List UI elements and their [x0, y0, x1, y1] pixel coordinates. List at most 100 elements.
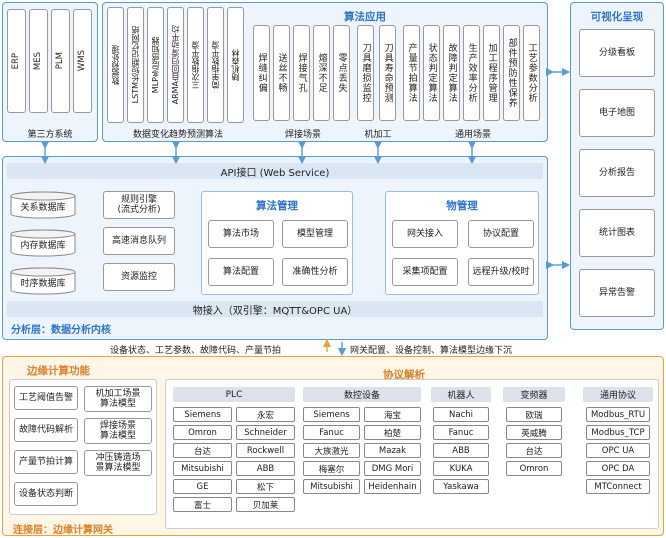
viz-title: 可视化呈现 — [590, 11, 644, 23]
engine-item[interactable]: 高速消息队列 — [103, 227, 175, 255]
plc-brand[interactable]: Schneider — [236, 425, 295, 440]
general-algo-item[interactable]: 状态判定算法 — [423, 25, 440, 121]
algo-mgmt-item[interactable]: 算法配置 — [208, 258, 274, 286]
cnc-brand[interactable]: DMG Mori — [364, 461, 421, 476]
plc-brand[interactable]: 贝加莱 — [236, 497, 295, 512]
edge-model-item[interactable]: 机加工场景 算法模型 — [84, 386, 152, 412]
edge-function-item[interactable]: 工艺阈值告警 — [14, 386, 78, 410]
general-algo-item[interactable]: 故障判定算法 — [443, 25, 460, 121]
trend-algo-item[interactable]: ARMA自回归滑动平均 — [167, 7, 184, 123]
plc-brand[interactable]: Mitsubishi — [173, 461, 232, 476]
plc-brand[interactable]: Rockwell — [236, 443, 295, 458]
viz-item[interactable]: 电子地图 — [579, 89, 655, 137]
viz-item[interactable]: 分级看板 — [579, 29, 655, 77]
plc-brand[interactable]: 松下 — [236, 479, 295, 494]
inverter-brand[interactable]: 台达 — [506, 443, 562, 458]
engine-item[interactable]: 规则引擎 (流式分析) — [103, 191, 175, 219]
plc-brand[interactable]: ABB — [236, 461, 295, 476]
cnc-brand[interactable]: Fanuc — [303, 425, 360, 440]
general-protocol[interactable]: Modbus_TCP — [586, 425, 650, 440]
robot-brand[interactable]: ABB — [433, 443, 489, 458]
cnc-brand[interactable]: Mitsubishi — [303, 479, 360, 494]
robot-brand[interactable]: Yaskawa — [433, 479, 489, 494]
thing-mgmt-item[interactable]: 远程升级/校时 — [468, 258, 534, 286]
edge-title: 边缘计算功能 — [27, 365, 90, 377]
trend-algo-item[interactable]: 数据预处理 — [107, 7, 124, 123]
general-algo-item[interactable]: 加工程序管理 — [483, 25, 500, 121]
edge-model-label: 冲压铸造场 景算法模型 — [95, 452, 141, 473]
plc-brand-label: Omron — [188, 427, 217, 438]
plc-brand[interactable]: Siemens — [173, 407, 232, 422]
viz-item[interactable]: 异常告警 — [579, 269, 655, 317]
edge-function-item[interactable]: 设备状态判断 — [14, 482, 78, 506]
weld-algo-item[interactable]: 零点丢失 — [333, 25, 350, 121]
plc-brand[interactable]: 台达 — [173, 443, 232, 458]
inverter-brand[interactable]: 英威腾 — [506, 425, 562, 440]
general-algo-item-label: 产量节拍算法 — [406, 43, 417, 103]
algo-mgmt-item[interactable]: 模型管理 — [282, 220, 348, 248]
third-party-wms[interactable]: WMS — [73, 9, 92, 113]
general-algo-item[interactable]: 工艺参数分析 — [523, 25, 540, 121]
cnc-brand[interactable]: 海宝 — [364, 407, 421, 422]
analysis-layer-panel: API接口 (Web Service) 关系数据库内存数据库时序数据库 规则引擎… — [2, 156, 548, 340]
thing-mgmt-item[interactable]: 采集项配置 — [392, 258, 458, 286]
robot-brand[interactable]: Fanuc — [433, 425, 489, 440]
general-protocol[interactable]: Modbus_RTU — [586, 407, 650, 422]
third-party-mes[interactable]: MES — [29, 9, 48, 113]
algo-mgmt-panel: 算法管理 算法市场模型管理算法配置准确性分析 — [201, 191, 353, 295]
weld-algo-item[interactable]: 焊缝纠偏 — [253, 25, 270, 121]
weld-algo-item[interactable]: 送丝不畅 — [273, 25, 290, 121]
trend-algo-item[interactable]: 三次指数平滑 — [187, 7, 204, 123]
robot-brand[interactable]: Nachi — [433, 407, 489, 422]
weld-algo-item[interactable]: 熔深不足 — [313, 25, 330, 121]
third-party-plm[interactable]: PLM — [51, 9, 70, 113]
general-algo-item[interactable]: 产量节拍算法 — [403, 25, 420, 121]
edge-function-item[interactable]: 故障代码解析 — [14, 418, 78, 442]
engine-item[interactable]: 资源监控 — [103, 263, 175, 291]
viz-item[interactable]: 分析报告 — [579, 149, 655, 197]
plc-brand-label: 松下 — [256, 482, 274, 493]
algo-mgmt-item[interactable]: 算法市场 — [208, 220, 274, 248]
machining-algo-item[interactable]: 刀具磨损监控 — [357, 25, 374, 121]
trend-algo-item[interactable]: 随机森林 — [227, 7, 244, 123]
trend-algo-item[interactable]: MLP多层感知器 — [147, 7, 164, 123]
general-protocol[interactable]: OPC UA — [586, 443, 650, 458]
cnc-brand[interactable]: Mazak — [364, 443, 421, 458]
algo-mgmt-item[interactable]: 准确性分析 — [282, 258, 348, 286]
plc-brand[interactable]: Omron — [173, 425, 232, 440]
cnc-brand[interactable]: Siemens — [303, 407, 360, 422]
cnc-brand[interactable]: Heidenhain — [364, 479, 421, 494]
cnc-brand[interactable]: 柏楚 — [364, 425, 421, 440]
plc-brand[interactable]: 富士 — [173, 497, 232, 512]
cnc-brand[interactable]: 大族激光 — [303, 443, 360, 458]
general-algo-item[interactable]: 生产效率分析 — [463, 25, 480, 121]
third-party-erp[interactable]: ERP — [7, 9, 26, 113]
thing-mgmt-item[interactable]: 协议配置 — [468, 220, 534, 248]
cnc-brand[interactable]: 梅塞尔 — [303, 461, 360, 476]
general-protocol[interactable]: OPC DA — [586, 461, 650, 476]
plc-brand[interactable]: GE — [173, 479, 232, 494]
trend-algo-item[interactable]: 简单指数平滑 — [207, 7, 224, 123]
inverter-brand[interactable]: Omron — [506, 461, 562, 476]
general-protocol[interactable]: MTConnect — [586, 479, 650, 494]
inverter-brand-label: Omron — [519, 463, 549, 474]
plc-brand[interactable]: 永宏 — [236, 407, 295, 422]
edge-model-label: 焊接场景 算法模型 — [99, 420, 136, 441]
inverter-header: 变频器 — [503, 387, 565, 402]
cnc-header: 数控设备 — [303, 387, 421, 402]
trend-algo-item[interactable]: LSTM长短期记忆网络 — [127, 7, 144, 123]
thing-mgmt-item[interactable]: 网关接入 — [392, 220, 458, 248]
weld-algo-item[interactable]: 焊接气孔 — [293, 25, 310, 121]
algo-app-title: 算法应用 — [344, 11, 386, 23]
viz-item[interactable]: 统计图表 — [579, 209, 655, 257]
edge-function-item[interactable]: 产量节拍计算 — [14, 450, 78, 474]
robot-brand-label: Nachi — [449, 409, 473, 420]
edge-model-item[interactable]: 焊接场景 算法模型 — [84, 418, 152, 444]
database-icon: 关系数据库 — [9, 191, 77, 219]
inverter-brand[interactable]: 欧瑞 — [506, 407, 562, 422]
robot-brand[interactable]: KUKA — [433, 461, 489, 476]
edge-model-item[interactable]: 冲压铸造场 景算法模型 — [84, 450, 152, 476]
machining-algo-item[interactable]: 刀具寿命预测 — [379, 25, 396, 121]
general-algo-item[interactable]: 部件预防性保养 — [503, 25, 520, 121]
